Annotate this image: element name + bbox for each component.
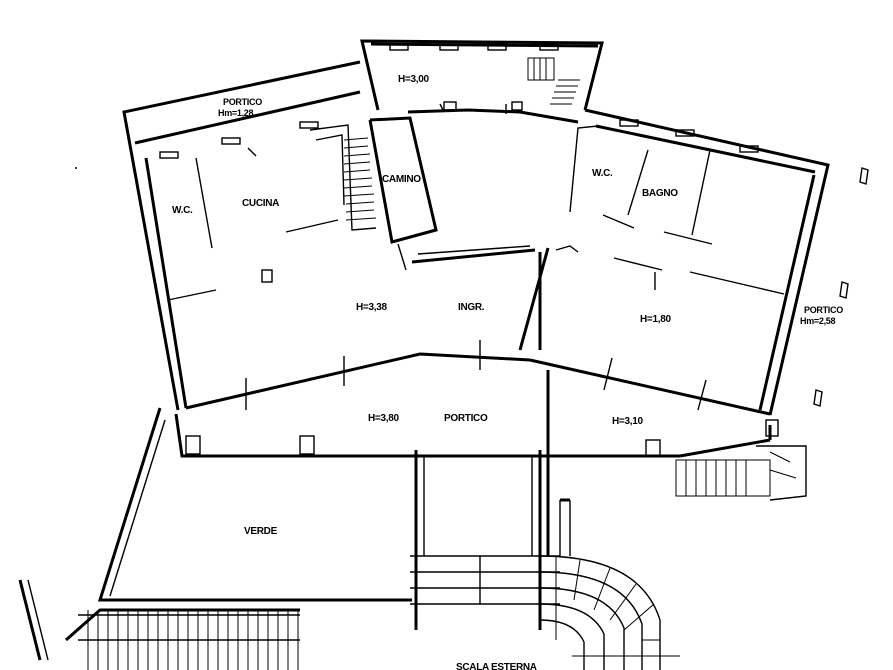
label-verde: VERDE <box>244 526 278 537</box>
outer-walls <box>122 39 830 458</box>
label-portico-front: PORTICO <box>444 413 488 424</box>
label-portico-top-height: Hm=1,28 <box>218 108 253 118</box>
central-stair <box>410 370 680 670</box>
room-labels: PORTICO Hm=1,28 H=3,00 CUCINA W.C. CAMIN… <box>172 74 844 670</box>
label-height-portico: H=3,80 <box>368 413 399 424</box>
label-portico-right: PORTICO <box>804 305 843 315</box>
label-cucina: CUCINA <box>242 198 279 209</box>
label-scala-esterna: SCALA ESTERNA <box>456 662 537 670</box>
label-height-terrace: H=3,10 <box>612 416 643 427</box>
garden-area <box>18 407 412 661</box>
label-portico-right-height: Hm=2,58 <box>800 316 835 326</box>
label-portico-top: PORTICO <box>223 97 262 107</box>
label-height-top-room: H=3,00 <box>398 74 429 85</box>
portico-columns <box>813 167 869 407</box>
label-bagno: BAGNO <box>642 188 678 199</box>
label-wc-right: W.C. <box>592 168 613 179</box>
label-height-right-room: H=1,80 <box>640 314 671 325</box>
interior-stair-left <box>343 137 377 221</box>
side-stair-right <box>675 445 807 501</box>
small-dot-mark <box>75 167 77 169</box>
interior-stair-top <box>527 57 580 105</box>
interior-walls <box>167 103 785 351</box>
label-height-cucina-area: H=3,38 <box>356 302 387 313</box>
fence-bottom <box>78 610 300 670</box>
label-wc-left: W.C. <box>172 205 193 216</box>
label-ingresso: INGR. <box>458 302 485 313</box>
label-camino: CAMINO <box>382 174 421 185</box>
window-marks <box>159 43 779 457</box>
